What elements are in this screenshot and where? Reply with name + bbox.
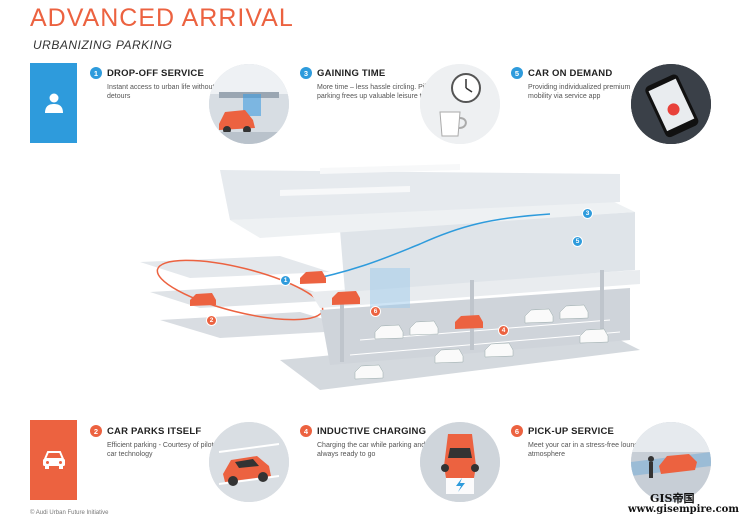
feature-car-on-demand: 5 CAR ON DEMAND Providing individualized… (511, 67, 651, 101)
feature-number: 4 (300, 425, 312, 437)
feature-pick-up-service: 6 PICK-UP SERVICE Meet your car in a str… (511, 425, 651, 459)
clock-and-cup-photo (420, 64, 500, 144)
map-marker-3: 3 (582, 208, 593, 219)
feature-title: PICK-UP SERVICE (528, 425, 615, 437)
feature-number: 1 (90, 67, 102, 79)
watermark-logo: GIS帝国 (650, 492, 695, 505)
feature-car-parks-itself: 2 CAR PARKS ITSELF Efficient parking - C… (90, 425, 230, 459)
feature-description: Providing individualized premium mobilit… (528, 84, 631, 100)
feature-number: 6 (511, 425, 523, 437)
car-icon (42, 451, 65, 469)
charging-car-photo (420, 422, 500, 502)
orange-side-box (30, 420, 77, 500)
feature-number: 5 (511, 67, 523, 79)
map-marker-2: 2 (206, 315, 217, 326)
feature-gaining-time: 3 GAINING TIME More time – less hassle c… (300, 67, 440, 101)
copyright-footer: © Audi Urban Future Initiative (30, 510, 109, 516)
page-subtitle: URBANIZING PARKING (33, 38, 173, 52)
feature-title: INDUCTIVE CHARGING (317, 425, 427, 437)
feature-title: DROP-OFF SERVICE (107, 67, 204, 79)
page-title: ADVANCED ARRIVAL (30, 4, 294, 32)
feature-description: Charging the car while parking and alway… (317, 442, 426, 458)
smartphone-app-photo (631, 64, 711, 144)
map-marker-6: 6 (370, 306, 381, 317)
feature-title: CAR PARKS ITSELF (107, 425, 202, 437)
feature-number: 2 (90, 425, 102, 437)
blue-side-box (30, 63, 77, 143)
parking-building-illustration: 1 2 3 4 5 6 (130, 160, 660, 420)
feature-description: Instant access to urban life without any… (107, 84, 228, 100)
feature-drop-off-service: 1 DROP-OFF SERVICE Instant access to urb… (90, 67, 230, 101)
garage-car-photo (209, 64, 289, 144)
feature-number: 3 (300, 67, 312, 79)
parking-car-photo (209, 422, 289, 502)
feature-title: CAR ON DEMAND (528, 67, 613, 79)
feature-description: Efficient parking - Courtesy of piloted … (107, 442, 222, 458)
map-marker-1: 1 (280, 275, 291, 286)
feature-description: More time – less hassle circling. Pilote… (317, 84, 440, 100)
feature-description: Meet your car in a stress-free lounge at… (528, 442, 642, 458)
map-marker-5: 5 (572, 236, 583, 247)
feature-inductive-charging: 4 INDUCTIVE CHARGING Charging the car wh… (300, 425, 440, 459)
person-icon (44, 93, 63, 113)
map-marker-4: 4 (498, 325, 509, 336)
watermark-url: www.gisempire.com (628, 504, 739, 515)
lounge-pickup-photo (631, 422, 711, 502)
feature-title: GAINING TIME (317, 67, 386, 79)
